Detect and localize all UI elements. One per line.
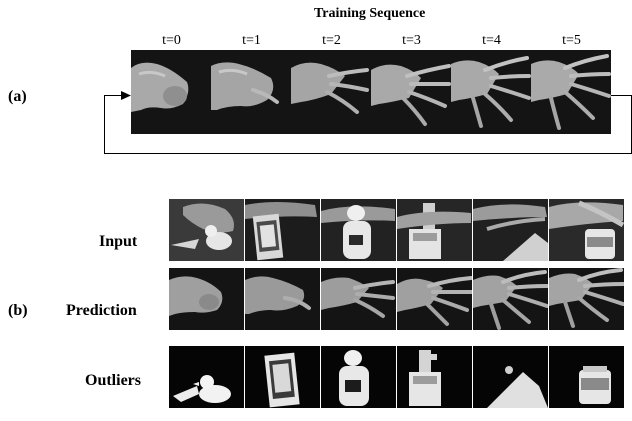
time-label: t=0	[131, 33, 212, 49]
loop-line-bottom	[104, 153, 632, 154]
training-frame-t5	[531, 50, 611, 134]
outlier-frame-box	[245, 346, 320, 408]
prediction-frame-t1	[245, 268, 320, 330]
loop-line-right-stub	[611, 95, 632, 96]
input-frame-bottle	[321, 199, 396, 261]
prediction-frame-t0	[169, 268, 244, 330]
training-frame-t4	[451, 50, 531, 134]
figure-title: Training Sequence	[314, 6, 425, 22]
prediction-frame-t5	[549, 268, 624, 330]
prediction-frame-t2	[321, 268, 396, 330]
training-frame-t2	[291, 50, 371, 134]
time-label: t=1	[211, 33, 292, 49]
part-a-label: (a)	[8, 88, 27, 106]
input-frame-jar	[549, 199, 624, 261]
loop-line-left-vertical	[104, 95, 105, 154]
time-label: t=5	[531, 33, 612, 49]
outliers-row-label: Outliers	[85, 372, 141, 390]
prediction-frame-t3	[397, 268, 472, 330]
outlier-frame-jar	[549, 346, 624, 408]
input-frame-paper	[473, 199, 548, 261]
time-label: t=3	[371, 33, 452, 49]
training-frame-t0	[131, 50, 211, 134]
outlier-frame-duck	[169, 346, 244, 408]
prediction-row-label: Prediction	[66, 302, 137, 320]
training-frame-t1	[211, 50, 291, 134]
time-label: t=4	[451, 33, 532, 49]
time-label: t=2	[291, 33, 372, 49]
part-b-label: (b)	[8, 302, 28, 320]
input-row-label: Input	[99, 233, 137, 251]
prediction-frame-t4	[473, 268, 548, 330]
loop-arrowhead-icon	[121, 91, 131, 100]
outlier-frame-spray	[397, 346, 472, 408]
input-frame-spray	[397, 199, 472, 261]
outlier-frame-paper	[473, 346, 548, 408]
input-frame-duck	[169, 199, 244, 261]
outlier-frame-bottle	[321, 346, 396, 408]
training-frame-t3	[371, 50, 451, 134]
input-frame-box	[245, 199, 320, 261]
